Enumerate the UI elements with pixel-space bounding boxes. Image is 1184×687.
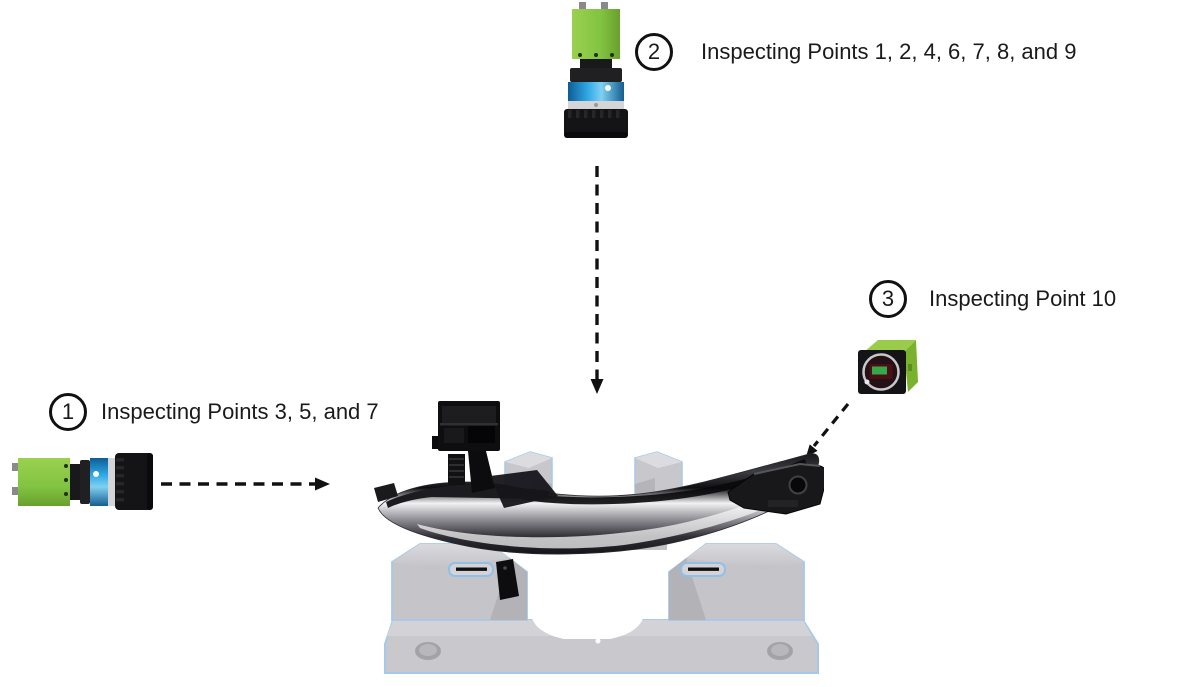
annotation-1-label: Inspecting Points 3, 5, and 7 <box>101 399 379 424</box>
annotation-2-number: 2 <box>647 39 661 64</box>
handle-connector-assembly <box>432 401 558 508</box>
fixture-arch-opening <box>530 546 645 639</box>
annotation-3-number: 3 <box>881 286 895 311</box>
annotation-1-number: 1 <box>61 399 75 424</box>
annotation-2-number-badge: 2 <box>635 33 673 71</box>
camera2-sightline-arrow <box>590 166 604 394</box>
door-handle-fixture-illustration <box>374 401 824 674</box>
handle-end-cap <box>727 462 824 515</box>
fixture-slots-and-clip <box>448 559 726 600</box>
camera-2-icon <box>564 2 628 138</box>
annotation-2: 2 Inspecting Points 1, 2, 4, 6, 7, 8, an… <box>635 33 1076 71</box>
annotation-1: 1 Inspecting Points 3, 5, and 7 <box>49 393 379 431</box>
annotation-3: 3 Inspecting Point 10 <box>869 280 1116 318</box>
fixture-right-block <box>668 543 805 621</box>
annotation-3-number-badge: 3 <box>869 280 907 318</box>
annotation-1-number-badge: 1 <box>49 393 87 431</box>
annotation-3-label: Inspecting Point 10 <box>929 286 1117 311</box>
fixture-left-block <box>391 543 528 621</box>
camera-1-icon <box>12 453 153 510</box>
fixture-base <box>384 619 819 674</box>
camera-3-icon <box>858 340 918 394</box>
camera1-sightline-arrow <box>161 477 330 491</box>
annotation-2-label: Inspecting Points 1, 2, 4, 6, 7, 8, and … <box>701 39 1077 64</box>
